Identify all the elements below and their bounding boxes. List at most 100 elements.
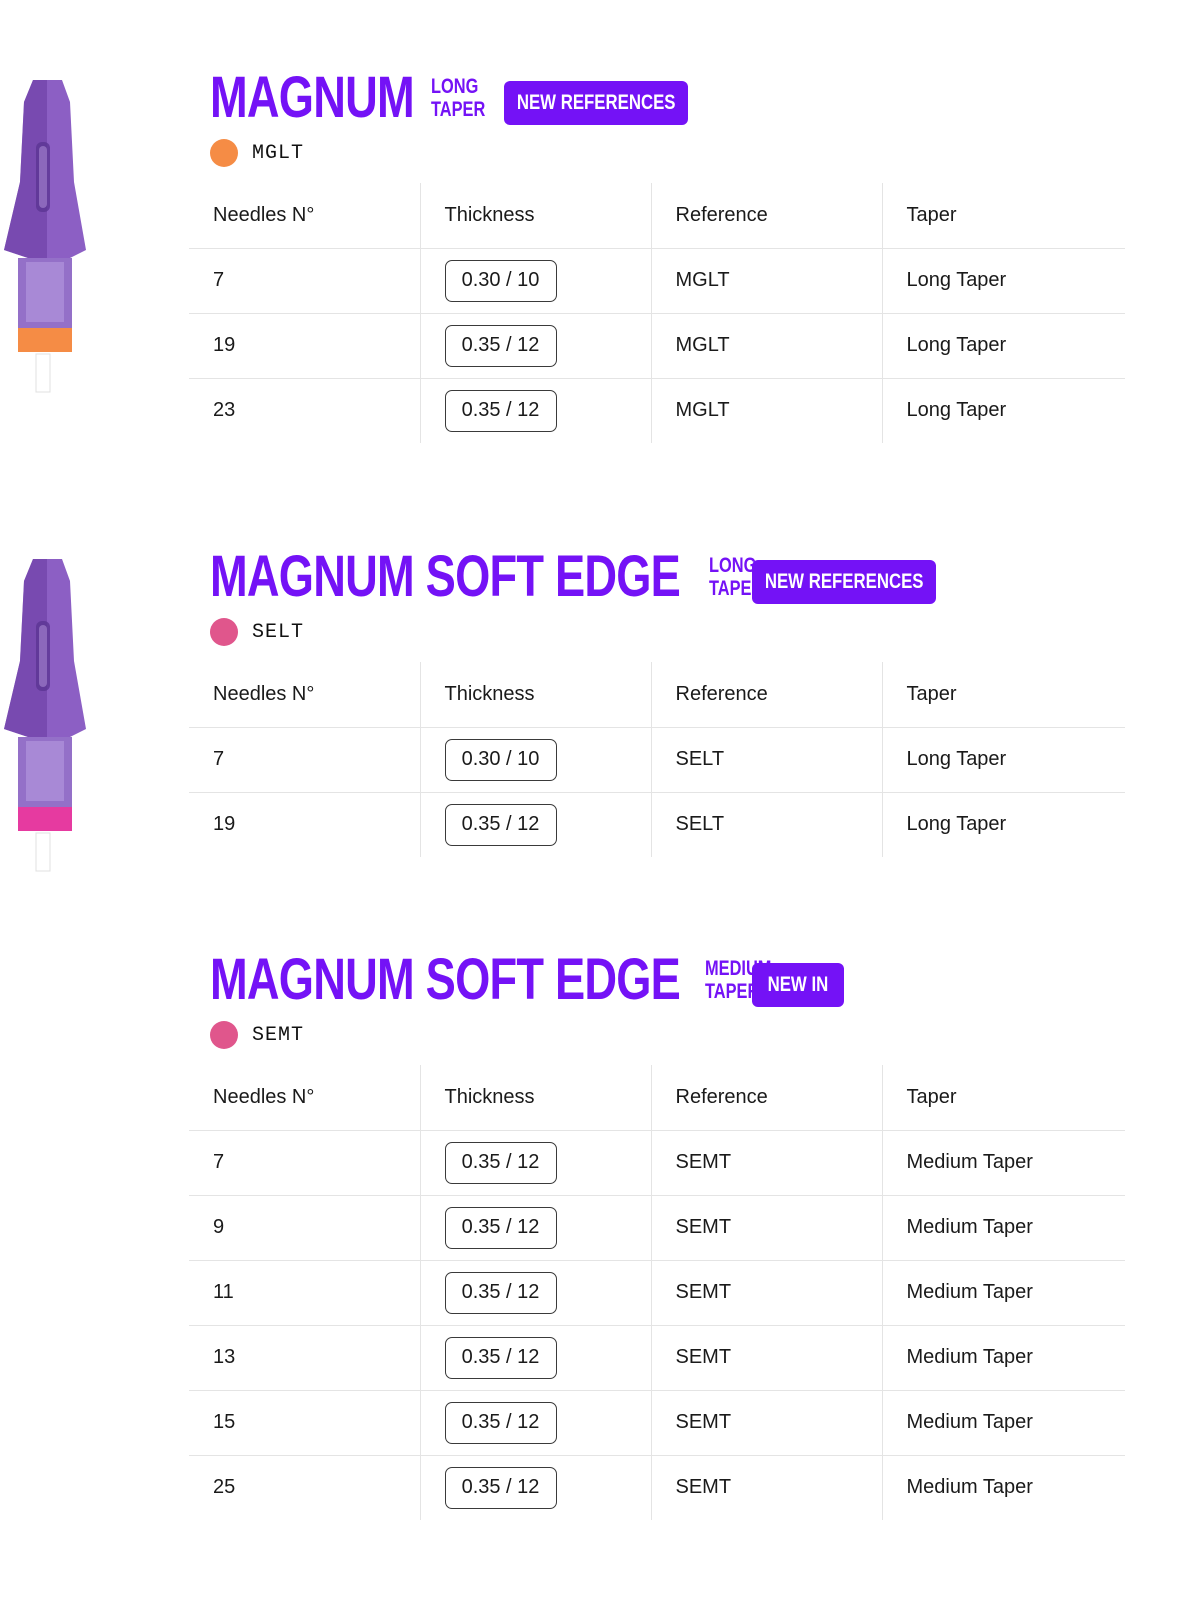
cell-needles: 15	[189, 1389, 420, 1455]
table-header-row: Needles N° Thickness Reference Taper	[189, 1065, 1125, 1130]
table-row: 7 0.30 / 10 SELT Long Taper	[189, 726, 1125, 792]
cell-thickness: 0.35 / 12	[419, 1324, 651, 1390]
cell-reference: MGLT	[650, 377, 882, 443]
color-dot	[210, 139, 238, 167]
cell-needles: 19	[189, 791, 420, 857]
cell-thickness: 0.35 / 12	[419, 1259, 651, 1325]
thickness-pill: 0.35 / 12	[444, 1206, 557, 1249]
col-thickness: Thickness	[419, 662, 651, 727]
code-row: SEMT	[210, 1020, 304, 1050]
col-reference: Reference	[650, 183, 882, 248]
cell-taper: Medium Taper	[881, 1194, 1125, 1260]
thickness-pill: 0.35 / 12	[444, 1271, 557, 1314]
subtitle-line1: LONG	[708, 554, 756, 577]
cell-taper: Medium Taper	[881, 1454, 1125, 1520]
thickness-pill: 0.35 / 12	[444, 1401, 557, 1444]
table-row: 7 0.35 / 12 SEMT Medium Taper	[189, 1129, 1125, 1195]
thickness-pill: 0.35 / 12	[444, 803, 557, 846]
subtitle-line1: LONG	[431, 75, 479, 98]
code-row: MGLT	[210, 138, 304, 168]
col-needles: Needles N°	[213, 203, 315, 226]
table-row: 25 0.35 / 12 SEMT Medium Taper	[189, 1454, 1125, 1520]
cell-thickness: 0.35 / 12	[419, 1454, 651, 1520]
cell-reference: SEMT	[650, 1454, 882, 1520]
thickness-pill: 0.30 / 10	[444, 259, 557, 302]
code-row: SELT	[210, 617, 304, 647]
section-subtitle: LONG TAPER	[709, 554, 763, 600]
cell-thickness: 0.35 / 12	[419, 377, 651, 443]
spec-table: Needles N° Thickness Reference Taper 7 0…	[189, 662, 1125, 857]
cell-thickness: 0.35 / 12	[419, 1129, 651, 1195]
section-title: MAGNUM	[210, 65, 415, 130]
cartridge-image-pink	[0, 551, 100, 881]
thickness-pill: 0.35 / 12	[444, 1141, 557, 1184]
cell-reference: SEMT	[650, 1324, 882, 1390]
col-taper: Taper	[881, 183, 1125, 248]
spec-table: Needles N° Thickness Reference Taper 7 0…	[189, 183, 1125, 443]
product-code: MGLT	[252, 141, 305, 165]
new-references-badge: NEW REFERENCES	[504, 81, 688, 125]
cell-needles: 13	[189, 1324, 420, 1390]
cell-needles: 9	[189, 1194, 420, 1260]
color-dot	[210, 1021, 238, 1049]
cell-thickness: 0.35 / 12	[419, 1389, 651, 1455]
col-reference: Reference	[650, 1065, 882, 1130]
col-thickness: Thickness	[419, 183, 651, 248]
table-row: 23 0.35 / 12 MGLT Long Taper	[189, 377, 1125, 443]
table-row: 15 0.35 / 12 SEMT Medium Taper	[189, 1389, 1125, 1455]
section-title: MAGNUM SOFT EDGE	[210, 947, 681, 1012]
col-taper: Taper	[881, 662, 1125, 727]
cell-taper: Long Taper	[881, 726, 1125, 792]
cell-taper: Long Taper	[881, 312, 1125, 378]
cell-needles: 7	[189, 247, 420, 313]
cell-reference: SEMT	[650, 1259, 882, 1325]
new-in-badge: NEW IN	[752, 963, 844, 1007]
table-row: 19 0.35 / 12 SELT Long Taper	[189, 791, 1125, 857]
section-header: MAGNUM SOFT EDGE MEDIUM TAPER	[210, 950, 790, 1010]
table-row: 11 0.35 / 12 SEMT Medium Taper	[189, 1259, 1125, 1325]
table-row: 9 0.35 / 12 SEMT Medium Taper	[189, 1194, 1125, 1260]
cell-thickness: 0.35 / 12	[419, 312, 651, 378]
cell-thickness: 0.35 / 12	[419, 1194, 651, 1260]
spec-table: Needles N° Thickness Reference Taper 7 0…	[189, 1065, 1125, 1520]
new-references-badge: NEW REFERENCES	[752, 560, 936, 604]
cell-needles: 7	[189, 726, 420, 792]
cell-needles: 11	[189, 1259, 420, 1325]
subtitle-line2: TAPER	[704, 980, 759, 1003]
cell-needles: 25	[189, 1454, 420, 1520]
section-header: MAGNUM SOFT EDGE LONG TAPER	[210, 547, 778, 607]
cell-taper: Medium Taper	[881, 1259, 1125, 1325]
cell-reference: MGLT	[650, 247, 882, 313]
cell-thickness: 0.30 / 10	[419, 726, 651, 792]
cell-thickness: 0.30 / 10	[419, 247, 651, 313]
col-needles: Needles N°	[213, 1085, 315, 1108]
cartridge-image-orange	[0, 72, 100, 402]
col-reference: Reference	[650, 662, 882, 727]
thickness-pill: 0.35 / 12	[444, 324, 557, 367]
cell-reference: SELT	[650, 791, 882, 857]
section-title: MAGNUM SOFT EDGE	[210, 544, 681, 609]
subtitle-line2: TAPER	[708, 577, 763, 600]
table-row: 7 0.30 / 10 MGLT Long Taper	[189, 247, 1125, 313]
cell-needles: 23	[189, 377, 420, 443]
section-header: MAGNUM LONG TAPER	[210, 68, 501, 128]
cell-reference: SEMT	[650, 1129, 882, 1195]
cell-taper: Long Taper	[881, 377, 1125, 443]
cell-reference: SEMT	[650, 1194, 882, 1260]
cell-needles: 7	[189, 1129, 420, 1195]
cell-taper: Long Taper	[881, 247, 1125, 313]
section-subtitle: LONG TAPER	[431, 75, 485, 121]
col-thickness: Thickness	[419, 1065, 651, 1130]
thickness-pill: 0.35 / 12	[444, 1466, 557, 1509]
product-code: SELT	[252, 620, 305, 644]
cell-taper: Medium Taper	[881, 1389, 1125, 1455]
cell-needles: 19	[189, 312, 420, 378]
table-header-row: Needles N° Thickness Reference Taper	[189, 662, 1125, 727]
col-taper: Taper	[881, 1065, 1125, 1130]
table-header-row: Needles N° Thickness Reference Taper	[189, 183, 1125, 248]
thickness-pill: 0.30 / 10	[444, 738, 557, 781]
cell-reference: SELT	[650, 726, 882, 792]
cell-taper: Medium Taper	[881, 1324, 1125, 1390]
subtitle-line2: TAPER	[431, 98, 486, 121]
cell-taper: Long Taper	[881, 791, 1125, 857]
